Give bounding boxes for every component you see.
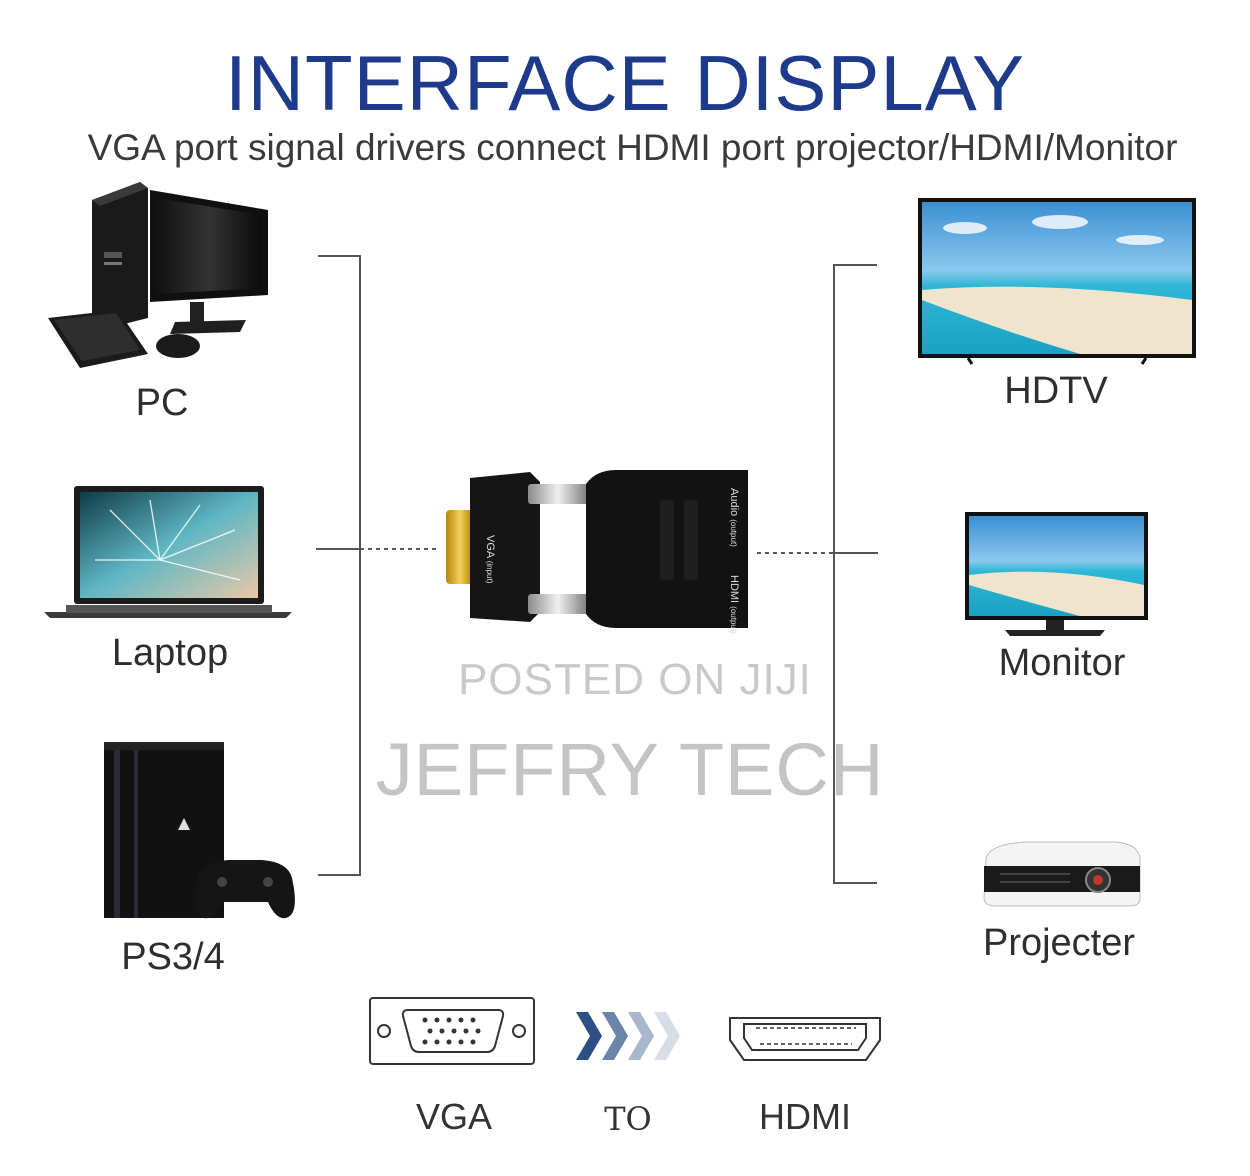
laptop-label: Laptop	[111, 632, 229, 674]
hdtv-label: HDTV	[1004, 370, 1108, 412]
hdmi-connector-icon	[729, 1017, 881, 1061]
watermark-line1: POSTED ON JIJI	[458, 655, 812, 704]
vga-label: VGA	[415, 1096, 493, 1137]
console-icon	[104, 742, 295, 919]
pc-label: PC	[135, 382, 189, 424]
hdmi-port-sub: (output)	[729, 606, 738, 634]
page-subtitle: VGA port signal drivers connect HDMI por…	[87, 127, 1178, 168]
monitor-label: Monitor	[998, 642, 1126, 684]
hdtv-icon	[918, 198, 1196, 365]
vga-port-label: VGA	[484, 535, 496, 558]
page-title: INTERFACE DISPLAY	[224, 39, 1026, 127]
to-label: TO	[604, 1100, 652, 1138]
console-label: PS3/4	[121, 936, 225, 978]
vga-hdmi-adapter	[446, 470, 748, 628]
audio-port-label-group: Audio (output)	[716, 488, 746, 547]
audio-port-sub: (output)	[729, 519, 738, 547]
monitor-icon	[965, 512, 1148, 636]
left-bracket	[316, 255, 440, 876]
watermark-line2: JEFFRY TECH	[375, 728, 885, 811]
audio-port-label: Audio	[728, 488, 740, 517]
right-bracket	[757, 264, 878, 884]
conversion-arrows-icon	[576, 1012, 680, 1060]
vga-port-label-group: VGA (input)	[466, 535, 506, 585]
projector-icon	[983, 841, 1141, 907]
hdmi-port-label: HDMI	[728, 575, 740, 604]
hdmi-port-label-group: HDMI (output)	[716, 575, 746, 634]
projector-label: Projecter	[982, 922, 1136, 964]
hdmi-label: HDMI	[759, 1096, 851, 1137]
vga-connector-icon	[369, 997, 535, 1065]
laptop-icon	[44, 486, 292, 618]
vga-port-sub: (input)	[485, 560, 494, 584]
pc-icon	[48, 182, 268, 368]
